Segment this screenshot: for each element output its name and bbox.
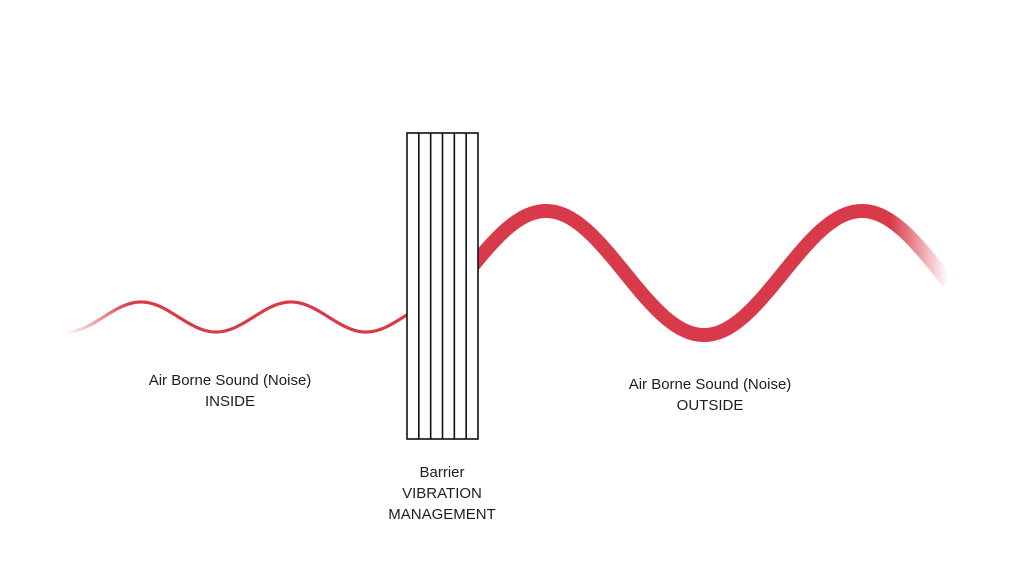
inside-sound-wave (64, 300, 409, 334)
inside-label-subtitle: INSIDE (204, 393, 255, 410)
outside-label-title: Air Borne Sound (Noise) (628, 376, 792, 393)
barrier-label: Barrier VIBRATION MANAGEMENT (352, 462, 532, 525)
barrier-wall (406, 132, 479, 440)
inside-label-title: Air Borne Sound (Noise) (148, 372, 312, 389)
inside-label: Air Borne Sound (Noise) INSIDE (118, 370, 342, 412)
outside-label-subtitle: OUTSIDE (676, 397, 744, 414)
barrier-layers (418, 133, 467, 439)
barrier-label-line3: MANAGEMENT (388, 506, 496, 523)
outside-sound-wave (464, 203, 954, 343)
barrier-label-title: Barrier (419, 464, 465, 481)
barrier-label-line2: VIBRATION (402, 485, 482, 502)
outside-label: Air Borne Sound (Noise) OUTSIDE (598, 374, 822, 416)
